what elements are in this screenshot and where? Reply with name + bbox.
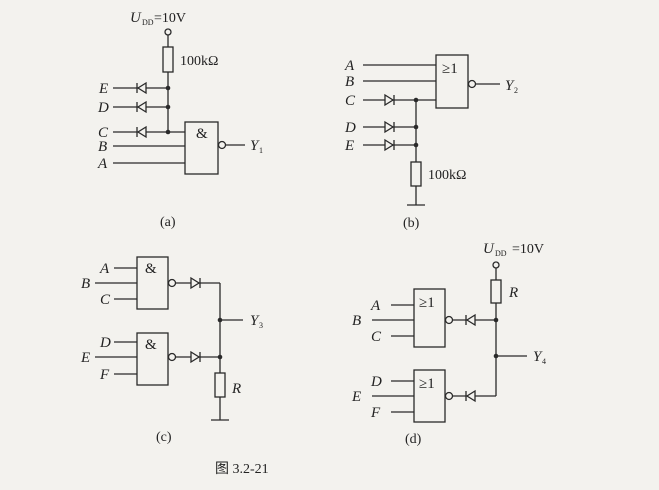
input-f-label: F [370, 405, 381, 421]
supply-value: =10V [512, 242, 544, 257]
supply-terminal [492, 261, 500, 269]
input-c-label: C [371, 329, 382, 345]
supply-label: U [483, 241, 495, 257]
output-label: Y [250, 313, 260, 329]
resistor-label: 100kΩ [428, 168, 466, 183]
supply-terminal [164, 28, 172, 36]
input-e-label: E [351, 389, 361, 405]
gate-symbol: ≥1 [442, 61, 458, 77]
input-c-label: C [100, 292, 111, 308]
resistor-label: R [231, 381, 241, 397]
diode-icon [465, 389, 476, 403]
nand-gate [184, 121, 219, 175]
input-d-label: D [99, 335, 111, 351]
input-a-label: A [99, 261, 110, 277]
gate-symbol: ≥1 [419, 376, 435, 392]
diode-icon [136, 125, 147, 139]
output-label: Y [250, 138, 260, 154]
caption-d: (d) [405, 432, 422, 447]
diode-icon [136, 100, 147, 114]
circuit-c: A B C D E F & & Y 3 R (c) [80, 256, 263, 445]
nor-gate [435, 54, 469, 109]
circuit-b: A B C D E 100kΩ ≥1 Y 2 (b) [344, 54, 518, 231]
input-a-label: A [370, 298, 381, 314]
resistor [162, 46, 174, 73]
resistor [490, 279, 502, 304]
supply-subscript: DD [495, 249, 507, 258]
circuit-a: U DD =10V 100kΩ E D C B A & Y 1 (a) [97, 10, 263, 230]
resistor [410, 161, 422, 187]
input-a-label: A [97, 156, 108, 172]
resistor-label: R [508, 285, 518, 301]
nand-gate-1 [136, 256, 169, 310]
diode-icon [384, 138, 395, 152]
inverter-bubble [467, 79, 477, 89]
caption-a: (a) [160, 215, 176, 230]
output-subscript: 1 [259, 146, 263, 155]
input-e-label: E [344, 138, 354, 154]
gate-symbol: ≥1 [419, 295, 435, 311]
input-e-label: E [80, 350, 90, 366]
input-c-label: C [98, 125, 109, 141]
input-b-label: B [98, 139, 107, 155]
input-b-label: B [352, 313, 361, 329]
output-label: Y [533, 349, 543, 365]
input-a-label: A [344, 58, 355, 74]
output-subscript: 4 [542, 357, 546, 366]
gate-symbol: & [145, 261, 157, 277]
inverter-bubble [444, 391, 454, 401]
input-f-label: F [99, 367, 110, 383]
output-subscript: 2 [514, 86, 518, 95]
input-d-label: D [370, 374, 382, 390]
diode-icon [384, 120, 395, 134]
output-label: Y [505, 78, 515, 94]
diode-icon [384, 93, 395, 107]
figure-caption: 图 3.2-21 [215, 462, 269, 477]
inverter-bubble [167, 352, 177, 362]
input-b-label: B [345, 74, 354, 90]
output-subscript: 3 [259, 321, 263, 330]
supply-subscript: DD [142, 18, 154, 27]
caption-c: (c) [156, 430, 172, 445]
gate-symbol: & [145, 337, 157, 353]
inverter-bubble [217, 140, 227, 150]
diode-icon [465, 313, 476, 327]
circuit-d: U DD =10V R Y 4 A B C D E F ≥1 ≥1 (d) [351, 241, 546, 447]
supply-value: =10V [154, 11, 186, 26]
gate-symbol: & [196, 126, 208, 142]
caption-b: (b) [403, 216, 420, 231]
diode-icon [190, 276, 201, 290]
resistor [214, 372, 226, 398]
inverter-bubble [167, 278, 177, 288]
nor-gate-1 [413, 288, 446, 348]
nor-gate-2 [413, 369, 446, 423]
inverter-bubble [444, 315, 454, 325]
diode-icon [190, 350, 201, 364]
input-d-label: D [97, 100, 109, 116]
input-b-label: B [81, 276, 90, 292]
nand-gate-2 [136, 332, 169, 386]
supply-label: U [130, 10, 142, 26]
input-e-label: E [98, 81, 108, 97]
diode-icon [136, 81, 147, 95]
input-c-label: C [345, 93, 356, 109]
resistor-label: 100kΩ [180, 54, 218, 69]
input-d-label: D [344, 120, 356, 136]
